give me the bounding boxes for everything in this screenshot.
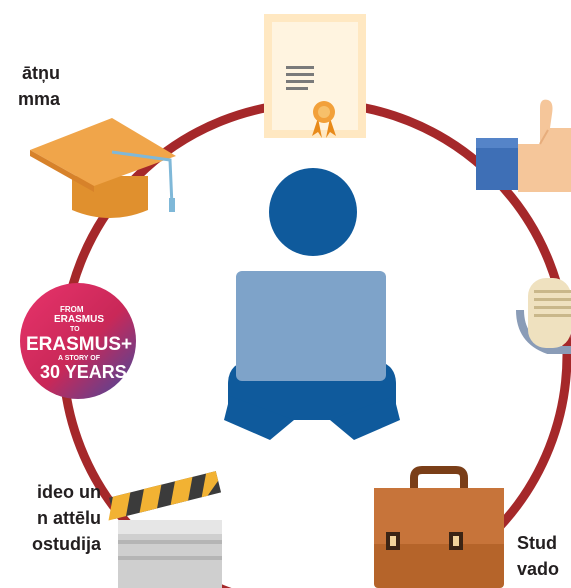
badge-line4: ERASMUS+ (26, 334, 132, 355)
badge-line6: 30 YEARS (40, 362, 127, 382)
briefcase-icon (374, 466, 504, 588)
badge-line2: ERASMUS (54, 314, 104, 325)
student-laptop-icon (224, 168, 400, 440)
label-video-studio: ideo un n attēlu ostudija (0, 479, 101, 557)
label-line: n attēlu (36, 508, 101, 528)
label-line: ātņu (22, 63, 60, 83)
thumbs-up-icon (476, 99, 571, 192)
graduation-cap-icon (30, 118, 176, 218)
microphone-icon (516, 278, 571, 354)
label-study-programme: ātņu mma (0, 60, 60, 112)
label-line: ostudija (31, 534, 101, 554)
badge-line1: FROM (60, 305, 84, 314)
label-line: Stud (517, 533, 557, 553)
label-line: ideo un (37, 482, 101, 502)
label-line: mma (17, 89, 60, 109)
badge-line5: A STORY OF (58, 355, 101, 362)
clapperboard-icon (108, 471, 222, 588)
erasmus-badge: FROM ERASMUS TO ERASMUS+ A STORY OF 30 Y… (20, 283, 136, 399)
label-line: vado (517, 559, 560, 579)
label-study-guide: Stud vado (517, 530, 559, 582)
badge-line3: TO (70, 326, 80, 333)
certificate-icon (264, 14, 366, 138)
